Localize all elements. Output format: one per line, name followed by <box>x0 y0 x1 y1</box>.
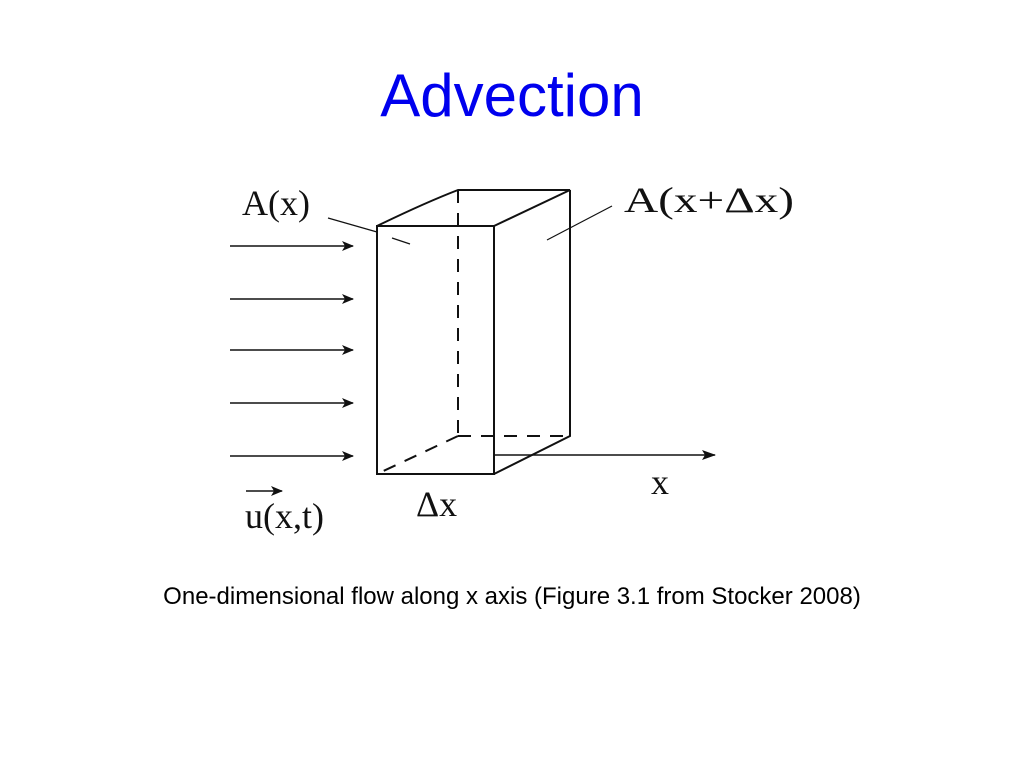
label-width: Δx <box>416 484 457 524</box>
label-area-out: A(x+Δx) <box>624 180 794 220</box>
figure-caption: One-dimensional flow along x axis (Figur… <box>163 583 861 610</box>
label-area-in: A(x) <box>242 183 310 223</box>
advection-figure: A(x) A(x+Δx) Δx x u(x,t) <box>220 170 800 550</box>
slide-title: Advection <box>380 62 644 129</box>
box-right-face <box>493 190 571 475</box>
leader-lines <box>327 205 613 245</box>
box-top-face <box>376 189 571 227</box>
box-hidden-edges <box>376 190 570 475</box>
flow-arrows <box>230 241 354 461</box>
advection-diagram: A(x) A(x+Δx) Δx x u(x,t) <box>230 180 794 536</box>
label-velocity: u(x,t) <box>245 496 324 536</box>
label-axis: x <box>651 462 669 502</box>
control-volume-box <box>376 189 571 475</box>
box-front-face <box>376 225 495 475</box>
